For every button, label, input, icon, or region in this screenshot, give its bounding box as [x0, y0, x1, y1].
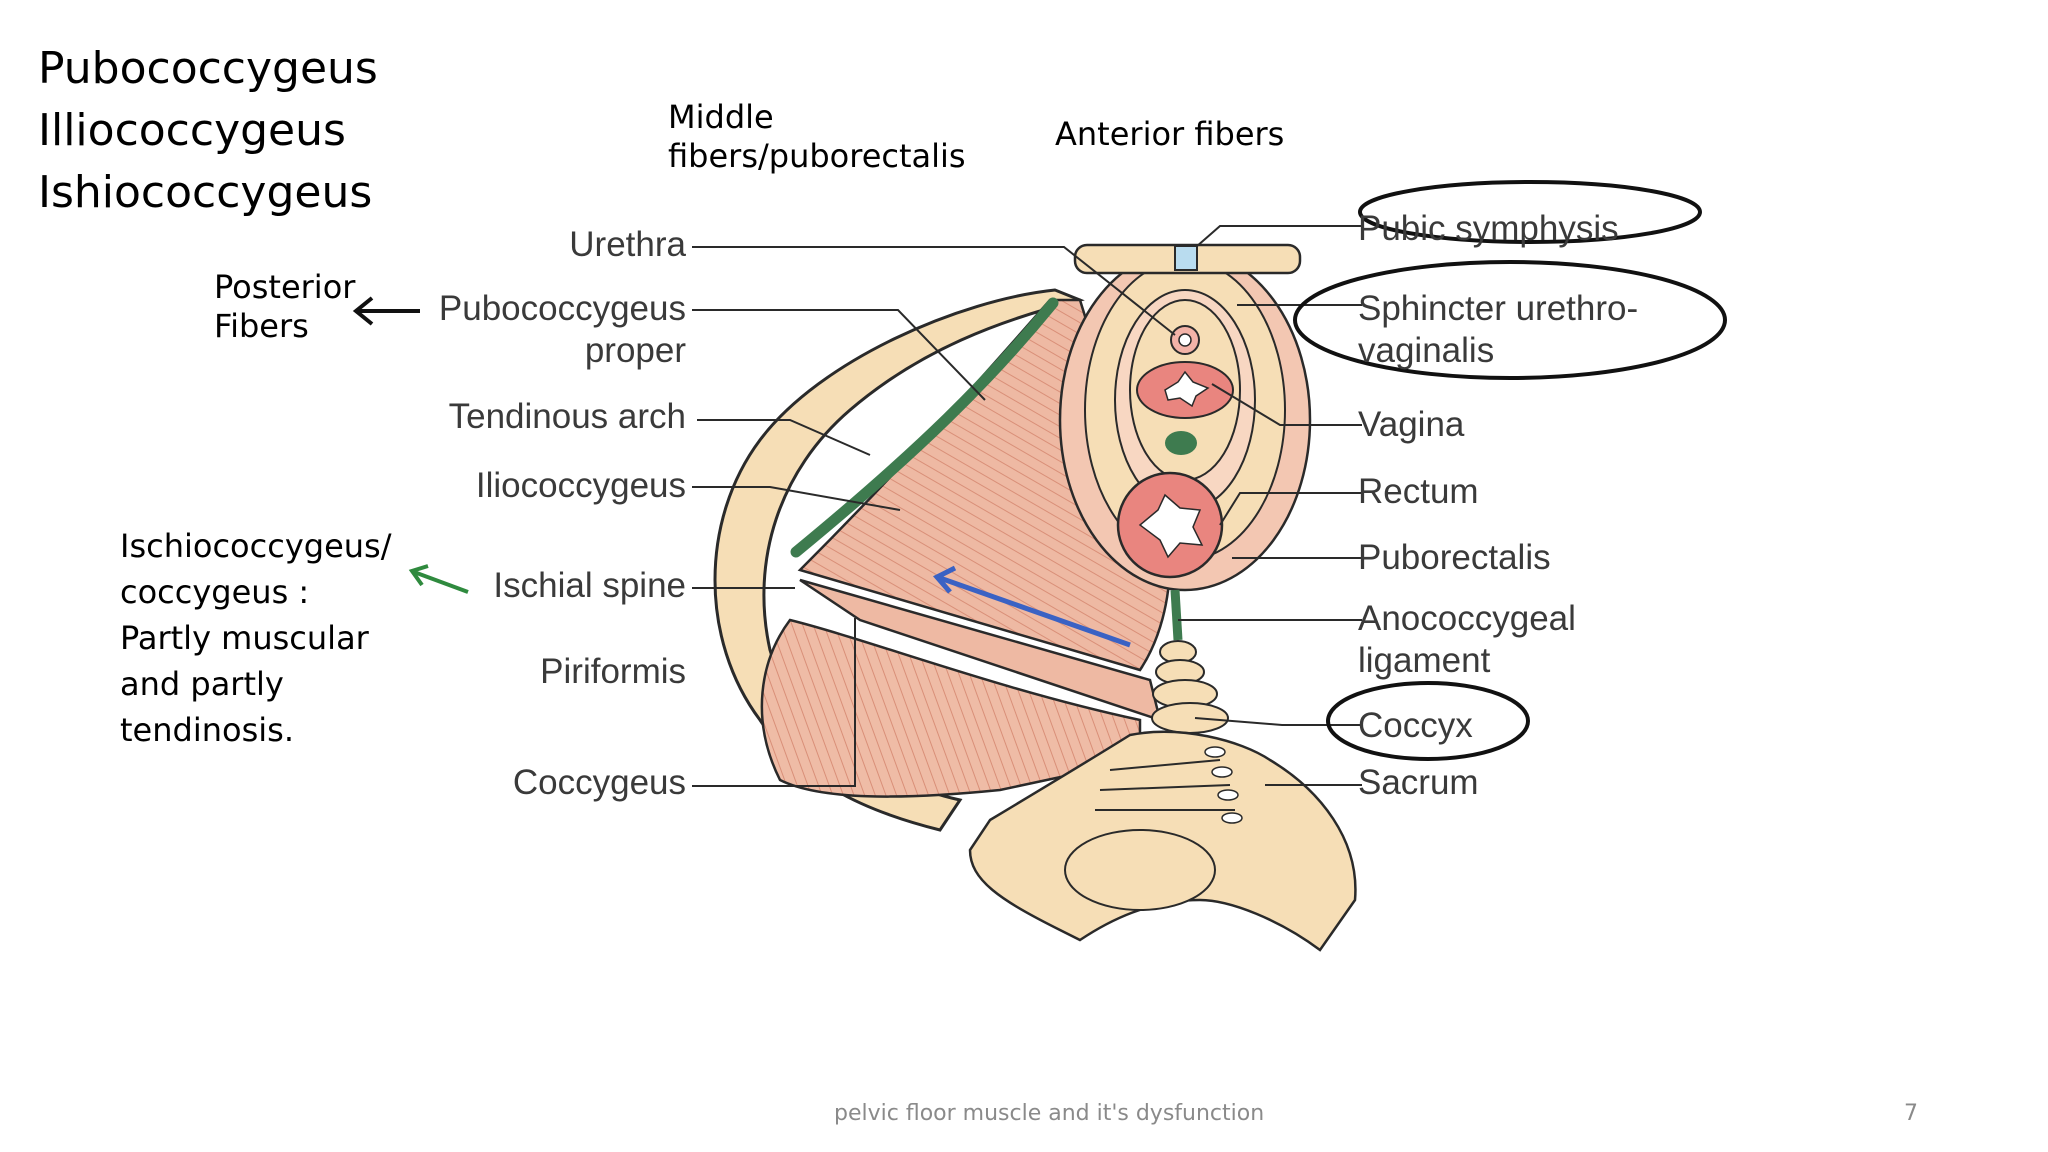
blue-arrow-icon — [933, 565, 1131, 648]
label-anococcygeal-line-1: Anococcygeal — [1358, 599, 1576, 638]
ischio-note-line-5: tendinosis. — [120, 711, 294, 749]
anococcygeal-ligament-shape — [1170, 589, 1183, 641]
label-vagina: Vagina — [1358, 405, 1465, 444]
label-rectum: Rectum — [1358, 472, 1479, 511]
posterior-fibers-line-2: Fibers — [214, 307, 309, 346]
left-leader-lines — [692, 246, 1176, 787]
green-arrow-icon — [408, 564, 469, 594]
label-pubic-symphysis: Pubic symphysis — [1358, 209, 1619, 248]
page-number: 7 — [1904, 1101, 1918, 1126]
slide-title: Pubococcygeus Illiococcygeus Ishiococcyg… — [38, 38, 378, 224]
label-sphincter-line-1: Sphincter urethro- — [1358, 289, 1639, 328]
posterior-fibers-note: Posterior Fibers — [214, 268, 355, 346]
label-iliococcygeus: Iliococcygeus — [475, 466, 686, 505]
ischio-note-line-2: coccygeus : — [120, 573, 310, 611]
label-sacrum: Sacrum — [1358, 763, 1479, 802]
label-tendinous-arch: Tendinous arch — [448, 397, 686, 436]
label-sphincter-line-2: vaginalis — [1358, 331, 1495, 370]
label-coccygeus: Coccygeus — [512, 763, 686, 802]
ischio-note: Ischiococcygeus/ coccygeus : Partly musc… — [120, 523, 391, 753]
label-proper: proper — [584, 331, 686, 370]
label-coccyx: Coccyx — [1358, 706, 1473, 745]
label-anococcygeal-line-2: ligament — [1358, 641, 1491, 680]
title-line-3: Ishiococcygeus — [38, 167, 373, 218]
label-urethra: Urethra — [569, 225, 686, 264]
label-ischial-spine: Ischial spine — [493, 566, 686, 605]
tendinous-arch — [790, 297, 1059, 558]
label-piriformis: Piriformis — [540, 652, 686, 691]
label-pubococcygeus: Pubococcygeus — [438, 289, 686, 328]
title-line-1: Pubococcygeus — [38, 43, 378, 94]
sphincter-highlight — [1293, 260, 1727, 380]
title-line-2: Illiococcygeus — [38, 105, 346, 156]
middle-fibers-line-2: fibers/puborectalis — [668, 137, 966, 176]
slide-footer: pelvic floor muscle and it's dysfunction — [834, 1101, 1265, 1126]
ischio-note-line-1: Ischiococcygeus/ — [120, 527, 392, 565]
ischio-note-line-3: Partly muscular — [120, 619, 369, 657]
right-leader-lines — [1178, 225, 1362, 786]
posterior-fibers-line-1: Posterior — [214, 268, 356, 306]
coccyx-highlight — [1326, 681, 1530, 761]
ischio-note-line-4: and partly — [120, 665, 284, 703]
middle-fibers-line-1: Middle — [668, 98, 774, 136]
pubic-symphysis-disc — [1174, 245, 1198, 271]
piriformis-muscle — [760, 618, 1142, 798]
pubic-symphysis-highlight — [1358, 180, 1702, 244]
label-puborectalis: Puborectalis — [1358, 538, 1551, 577]
pelvic-bone-ring — [713, 288, 1085, 832]
anterior-fibers-note: Anterior fibers — [1055, 115, 1285, 153]
arrow-left-icon — [352, 296, 420, 326]
middle-fibers-note: Middle fibers/puborectalis — [668, 98, 966, 176]
